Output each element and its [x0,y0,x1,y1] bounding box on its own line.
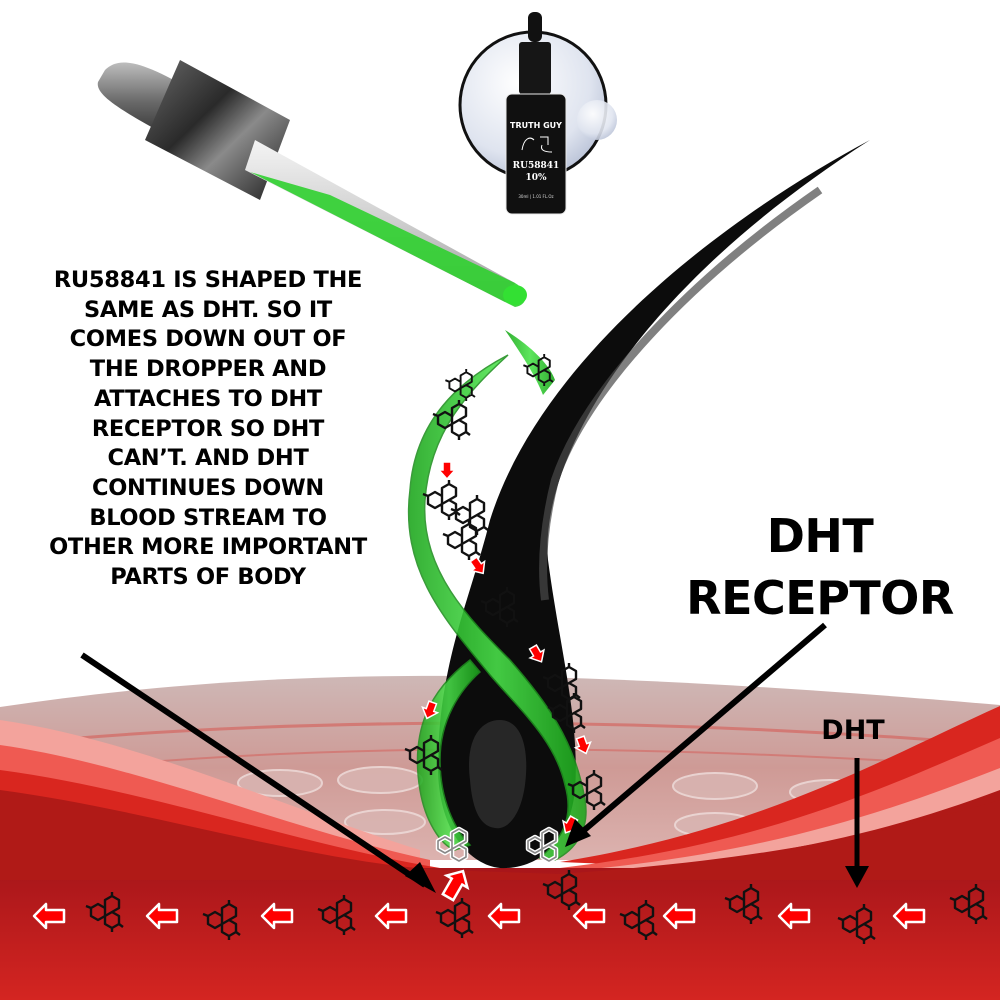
serum-drop [503,285,527,305]
hair [437,140,870,869]
receptor-label-line: DHT [766,509,874,563]
caption-line: ATTACHES TO DHT [94,385,322,412]
caption-line: BLOOD STREAM TO [89,504,327,531]
bottle-brand: TRUTH GUY [510,121,562,130]
caption-line: RECEPTOR SO DHT [91,415,325,442]
dht-label: DHT [821,715,885,746]
caption-line: OTHER MORE IMPORTANT [49,534,367,561]
caption-line: PARTS OF BODY [110,564,306,591]
dropper-serum [250,172,526,307]
up-arrow-icon [441,869,470,902]
down-arrow-icon [438,461,456,480]
caption-line: COMES DOWN OUT OF [69,326,347,353]
dropper [97,60,527,307]
receptor-pointer-head [565,819,591,847]
caption-line: SAME AS DHT. SO IT [84,296,332,323]
blood-vessel [0,675,1000,1000]
bottle-body [505,93,567,215]
bottle-volume: 30ml | 1.01 FL.Oz [518,194,553,199]
dht-receptor-label: DHT RECEPTOR [660,505,980,629]
product-image: TRUTH GUY RU58841 10% 30ml | 1.01 FL.Oz [458,12,617,215]
bottle-collar [519,42,551,94]
dht-pointer-head [845,866,869,888]
bottle-product-name: RU58841 [513,161,560,171]
hair-bulb [469,720,527,829]
bloodstream [0,868,1000,1000]
caption-line: RU58841 IS SHAPED THE [53,267,363,293]
hair-highlight [539,186,823,601]
receptor-label-line: RECEPTOR [686,571,954,625]
pointer-arrows [80,622,869,902]
receptor-pointer-line [573,622,827,841]
bottle-logo-icon [521,136,553,153]
bloodstream-top [0,790,1000,880]
caption-line: THE DROPPER AND [89,356,327,383]
serum-ribbon-tip [505,330,555,395]
hair-shaft [437,140,870,869]
caption-pointer-line [80,652,427,888]
caption-line: CAN’T. AND DHT [107,445,309,472]
caption-line: CONTINUES DOWN [92,474,324,501]
bottle-concentration: 10% [525,173,547,183]
bottle-dropper-top [528,12,542,42]
caption-pointer-head [405,862,436,893]
small-bubble [577,100,617,140]
explanation-caption: RU58841 IS SHAPED THE SAME AS DHT. SO IT C… [18,266,398,593]
